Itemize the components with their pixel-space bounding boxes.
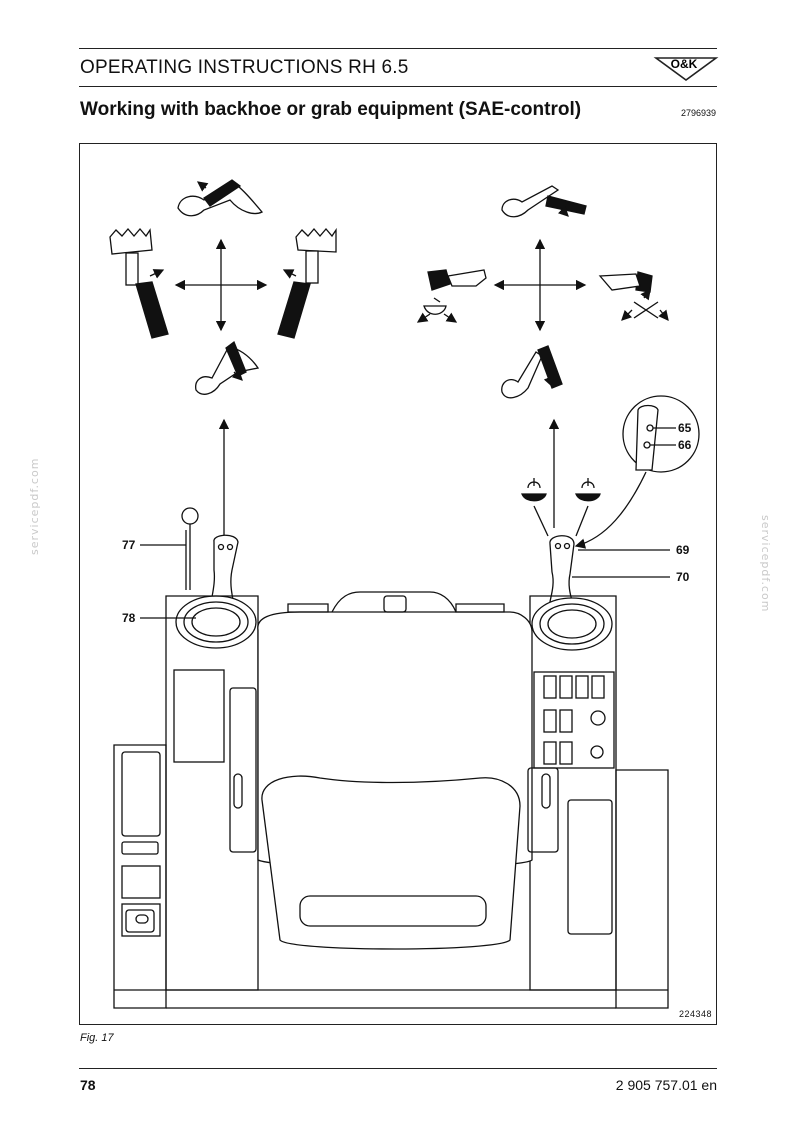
bucket-curl-icon xyxy=(416,269,487,323)
boom-lower-icon xyxy=(195,340,260,395)
figure-caption: Fig. 17 xyxy=(80,1032,114,1044)
rotate-left-icon xyxy=(521,478,547,502)
header-rule xyxy=(79,48,717,49)
right-joystick xyxy=(531,535,613,651)
rotate-right-icon xyxy=(575,478,601,502)
figure-number: 224348 xyxy=(678,1009,712,1019)
callout-66: 66 xyxy=(678,438,692,452)
left-joystick xyxy=(175,534,257,649)
ok-logo: O&K xyxy=(653,57,719,81)
slew-right-icon xyxy=(277,227,337,339)
watermark-left: servicepdf.com xyxy=(28,457,41,555)
svg-text:O&K: O&K xyxy=(671,57,698,71)
footer-rule xyxy=(79,1068,717,1069)
slew-left-icon xyxy=(109,228,169,339)
bucket-dump-icon xyxy=(598,271,669,322)
callout-78: 78 xyxy=(122,611,136,625)
header-title: OPERATING INSTRUCTIONS RH 6.5 xyxy=(80,57,409,78)
section-title: Working with backhoe or grab equipment (… xyxy=(80,99,582,120)
safety-lever xyxy=(181,507,199,590)
stick-out-icon xyxy=(501,345,563,399)
callout-77: 77 xyxy=(122,538,136,552)
page-number: 78 xyxy=(80,1077,96,1093)
right-direction-arrows xyxy=(493,238,587,332)
doc-id: 2796939 xyxy=(680,108,716,118)
callout-65: 65 xyxy=(678,421,692,435)
callout-70: 70 xyxy=(676,570,690,584)
doc-number: 2 905 757.01 en xyxy=(615,1077,717,1093)
header-rule-bottom xyxy=(79,86,717,87)
figure-frame xyxy=(79,143,717,1025)
boom-raise-icon xyxy=(177,179,264,217)
button-detail-inset xyxy=(574,395,700,549)
left-direction-arrows xyxy=(174,238,268,332)
stick-in-icon xyxy=(501,185,587,218)
watermark-right: servicepdf.com xyxy=(759,515,772,613)
callout-69: 69 xyxy=(676,543,690,557)
operator-seat-console xyxy=(113,591,669,1009)
